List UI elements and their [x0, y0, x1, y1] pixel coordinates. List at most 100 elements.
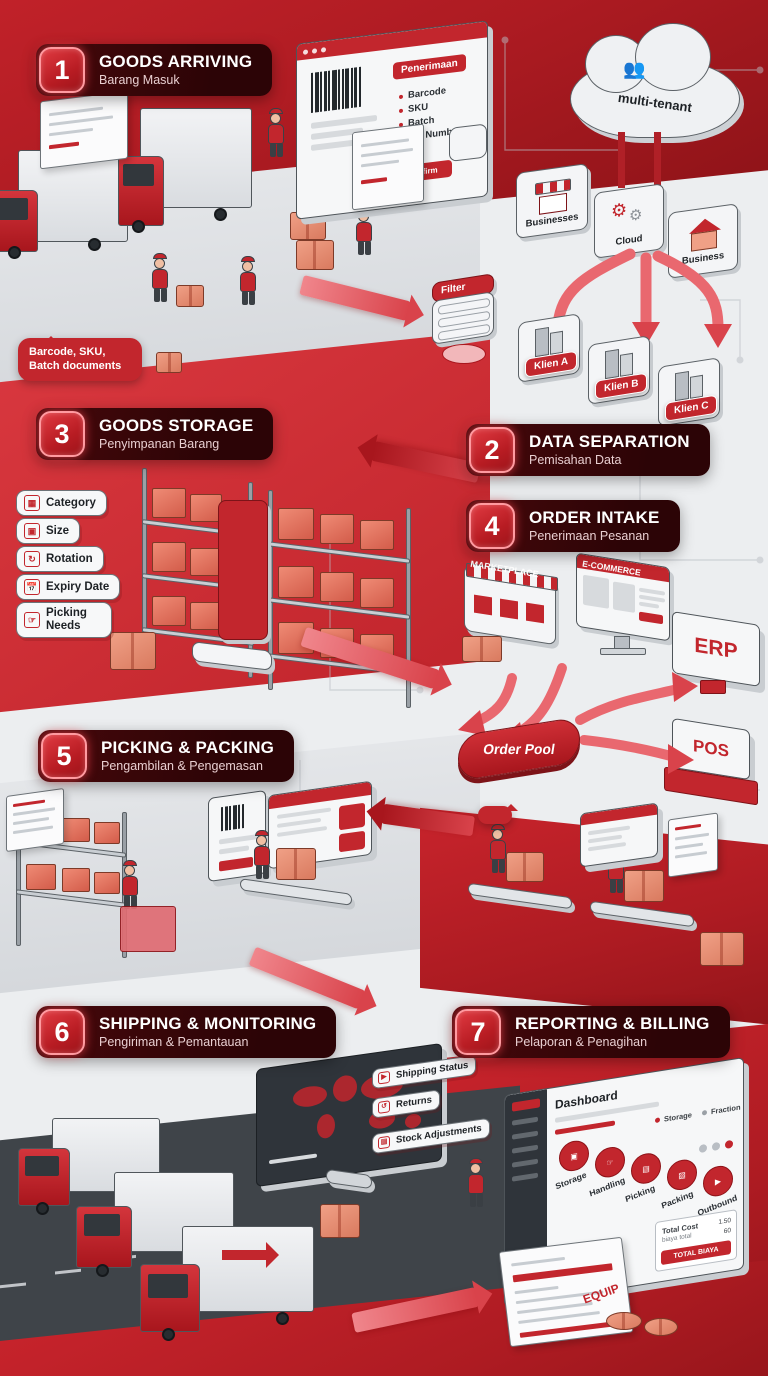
metric-donut-picking[interactable]: ▤ [631, 1151, 661, 1186]
storage-attribute-size[interactable]: ▣ Size [16, 518, 81, 544]
station-speech-bubble [478, 804, 518, 824]
step-number-2: 2 [469, 427, 515, 473]
step-title-6: SHIPPING & MONITORING [99, 1013, 317, 1033]
metric-donut-storage[interactable]: ▣ [559, 1138, 589, 1174]
storage-attribute-category[interactable]: ▦ Category [16, 490, 107, 516]
step-title-2: DATA SEPARATION [529, 431, 690, 451]
callout-line-2: Batch documents [29, 360, 122, 373]
step-label-3[interactable]: 3 GOODS STORAGE Penyimpanan Barang [36, 408, 274, 460]
parcel-floor-right [700, 932, 744, 966]
filter-funnel-base [442, 344, 486, 364]
truck-icon: ▶ [378, 1070, 390, 1085]
order-pool-label: Order Pool [482, 740, 556, 758]
step-number-5: 5 [41, 733, 87, 779]
parcel-station-a [506, 852, 544, 882]
parcel-dock-b [296, 240, 334, 270]
filter-label: Filter [441, 281, 466, 297]
document-floating-right [352, 123, 424, 211]
parcel-dock-d [156, 352, 182, 373]
step-label-2[interactable]: 2 DATA SEPARATION Pemisahan Data [466, 424, 710, 476]
receiving-side-widget [449, 123, 487, 163]
tenant-branch-arrows [544, 248, 732, 348]
step-subtitle-7: Pelaporan & Penagihan [515, 1035, 648, 1050]
window-dot [312, 47, 317, 54]
parcel-station-b [624, 870, 664, 902]
total-cost-value-2: 60 [723, 1227, 731, 1236]
source-ecommerce[interactable]: E-COMMERCE [576, 552, 676, 670]
chip-label: Size [46, 524, 70, 537]
cloud-stem-right [654, 132, 661, 194]
client-card-label: Klien B [595, 372, 648, 400]
gears-icon: ⚙ [629, 206, 643, 225]
client-card-label: Klien A [525, 350, 578, 378]
client-card-c[interactable]: Klien C [658, 357, 720, 427]
calendar-icon: 📅 [24, 579, 40, 595]
metric-label-picking: Picking [624, 1182, 656, 1205]
metric-label-storage: Storage [554, 1169, 588, 1192]
step-subtitle-3: Penyimpanan Barang [99, 437, 220, 452]
dashboard-window-dot [699, 1143, 707, 1154]
parcel-billing-left [606, 1312, 642, 1330]
source-erp[interactable]: ERP [672, 611, 764, 710]
source-marketplace[interactable]: MARKETPLACE [464, 558, 560, 646]
station-board-b[interactable] [580, 802, 658, 868]
cube-icon: ▣ [24, 523, 40, 539]
step-number-6: 6 [39, 1009, 85, 1055]
metric-donut-packing[interactable]: ▧ [667, 1157, 697, 1193]
legend-label-storage: Storage [664, 1110, 692, 1124]
storage-attribute-picking-needs[interactable]: ☞ Picking Needs [16, 602, 112, 638]
total-cost-button[interactable]: TOTAL BIAYA [661, 1240, 731, 1266]
return-icon: ↺ [378, 1100, 390, 1114]
legend-swatch [655, 1117, 660, 1124]
station-doc-b [668, 812, 718, 878]
rotate-icon: ↻ [24, 551, 40, 567]
parcel-marketplace [462, 636, 502, 662]
step-subtitle-4: Penerimaan Pesanan [529, 529, 650, 544]
invoice-stamp: EQUIP [580, 1281, 621, 1307]
dashboard-window-dot [725, 1139, 733, 1150]
step-number-7: 7 [455, 1009, 501, 1055]
pick-list-screen[interactable] [6, 787, 64, 853]
cloud-label: multi-tenant [617, 89, 693, 116]
parcel-storage-floor [110, 632, 156, 670]
dashboard-title: Dashboard [555, 1087, 618, 1112]
window-dot [303, 48, 308, 55]
storage-agv-robot [218, 500, 268, 640]
step-label-5[interactable]: 5 PICKING & PACKING Pengambilan & Pengem… [38, 730, 295, 782]
total-cost-card: Total Cost biaya total 1.50 60 TOTAL BIA… [655, 1209, 737, 1273]
client-card-a[interactable]: Klien A [518, 313, 580, 383]
step-title-1: GOODS ARRIVING [99, 51, 253, 71]
chip-label: Expiry Date [46, 580, 110, 593]
chip-label: Returns [396, 1094, 432, 1111]
chip-label: Rotation [46, 552, 93, 565]
step-label-6[interactable]: 6 SHIPPING & MONITORING Pengiriman & Pem… [36, 1006, 337, 1058]
multi-tenant-cloud: 👥 multi-tenant [570, 23, 740, 138]
step-subtitle-2: Pemisahan Data [529, 453, 622, 468]
client-card-b[interactable]: Klien B [588, 335, 650, 405]
step-title-3: GOODS STORAGE [99, 415, 254, 435]
chip-label: Category [46, 496, 96, 509]
step-label-4[interactable]: 4 ORDER INTAKE Penerimaan Pesanan [466, 500, 680, 552]
step-title-7: REPORTING & BILLING [515, 1013, 710, 1033]
metric-label-handling: Handling [588, 1174, 627, 1199]
step-label-1[interactable]: 1 GOODS ARRIVING Barang Masuk [36, 44, 273, 96]
storage-attribute-expiry[interactable]: 📅 Expiry Date [16, 574, 121, 600]
storage-attribute-rotation[interactable]: ↻ Rotation [16, 546, 104, 572]
cloud-stem-left [618, 132, 625, 188]
step-label-7[interactable]: 7 REPORTING & BILLING Pelaporan & Penagi… [452, 1006, 730, 1058]
step-title-4: ORDER INTAKE [529, 507, 660, 527]
dashboard-window-dot [712, 1141, 720, 1152]
billing-invoice: EQUIP [498, 1236, 634, 1348]
source-card-businesses[interactable]: Businesses [516, 162, 588, 240]
metric-donut-handling[interactable]: ☞ [595, 1144, 625, 1180]
picking-cart [120, 906, 176, 952]
step-title-5: PICKING & PACKING [101, 737, 275, 757]
metric-label-packing: Packing [660, 1188, 695, 1211]
step-number-3: 3 [39, 411, 85, 457]
grid-icon: ▦ [24, 495, 40, 511]
metric-donut-outbound[interactable]: ▶ [703, 1163, 733, 1199]
window-dot [321, 46, 326, 53]
stock-icon: ▤ [378, 1135, 390, 1150]
users-icon: 👥 [623, 59, 646, 79]
